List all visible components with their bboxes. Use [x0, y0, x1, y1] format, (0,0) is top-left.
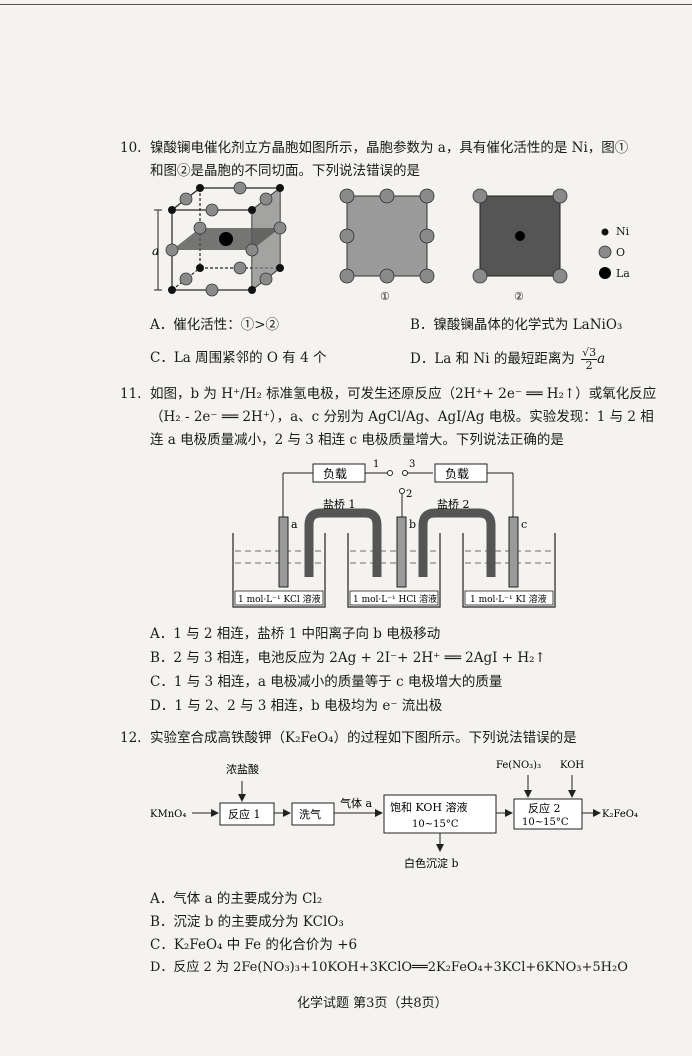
- terminal-2-label: 2: [406, 489, 412, 500]
- koh-box: [383, 794, 497, 834]
- electrode-b: [396, 516, 407, 588]
- q11-option-a: A．1 与 2 相连，盐桥 1 中阳离子向 b 电极移动: [150, 626, 441, 642]
- q12-option-d: D．反应 2 为 2Fe(NO₃)₃+10KOH+3KClO══2K₂FeO₄+…: [150, 960, 628, 975]
- terminal-1-label: 1: [373, 459, 379, 470]
- electrode-b-label: b: [409, 518, 416, 531]
- q10-option-d-text: D．La 和 Ni 的最短距离为: [410, 351, 575, 367]
- q12-option-c: C．K₂FeO₄ 中 Fe 的化合价为 +6: [150, 937, 358, 953]
- page-top-rule: [0, 4, 692, 5]
- cube-a-label: a: [152, 244, 159, 258]
- q10-option-d: D．La 和 Ni 的最短距离为 √3 2 a: [410, 347, 605, 372]
- page-footer: 化学试题 第3页（共8页）: [297, 996, 448, 1011]
- salt-bridge-1: [304, 508, 382, 577]
- legend-la-label: La: [616, 267, 630, 280]
- terminal-2-dot: [399, 488, 405, 494]
- q11-number: 11.: [120, 386, 142, 402]
- q12-flow-diagram: 浓盐酸 KMnO₄ 反应 1 洗气 气体 a 饱和 KOH 溶液 10~15°C…: [150, 760, 638, 870]
- load-label-1: 负载: [323, 467, 347, 481]
- salt-bridge-2: [418, 508, 496, 577]
- legend-o-label: O: [616, 246, 626, 259]
- q11-stem-line2: （H₂ - 2e⁻ ══ 2H⁺），a、c 分别为 AgCl/Ag、AgI/Ag…: [150, 409, 654, 425]
- q10-option-b: B．镍酸镧晶体的化学式为 LaNiO₃: [410, 317, 623, 333]
- q11-stem-line1: 如图，b 为 H⁺/H₂ 标准氢电极，可发生还原反应（2H⁺+ 2e⁻ ══ H…: [150, 386, 657, 402]
- electrode-c-label: c: [521, 518, 527, 531]
- q10-section-1-figure: [339, 188, 435, 284]
- reaction1-label: 反应 1: [228, 807, 261, 821]
- koh-box-line1: 饱和 KOH 溶液: [390, 800, 468, 814]
- q12-option-b: B．沉淀 b 的主要成分为 KClO₃: [150, 914, 344, 930]
- electrode-a: [278, 516, 289, 588]
- hcl-label: 浓盐酸: [226, 762, 259, 776]
- la-center-atom: [219, 232, 233, 246]
- wash-label: 洗气: [299, 807, 321, 821]
- electrode-a-label: a: [291, 518, 298, 531]
- legend-ni-label: Ni: [616, 225, 630, 238]
- reaction1-box: [219, 802, 275, 826]
- q10-option-d-fraction: √3 2: [581, 346, 598, 372]
- beaker-2: [347, 533, 441, 608]
- solution-3-label: 1 mol·L⁻¹ KI 溶液: [470, 593, 547, 605]
- reaction2-box: [513, 798, 583, 830]
- reaction2-label-1: 反应 2: [528, 801, 561, 815]
- precip-b-label: 白色沉淀 b: [404, 856, 459, 870]
- gas-a-label: 气体 a: [340, 796, 372, 810]
- terminal-3-dot: [402, 470, 408, 476]
- load-box-2: [434, 463, 488, 483]
- q10-option-a: A．催化活性：①>②: [150, 317, 280, 333]
- wash-box: [291, 802, 335, 826]
- product-label: K₂FeO₄: [602, 809, 638, 820]
- q11-option-c: C．1 与 3 相连，a 电极减小的质量等于 c 电极增大的质量: [150, 674, 503, 690]
- q12-number: 12.: [120, 730, 142, 746]
- kmno4-label: KMnO₄: [150, 809, 186, 820]
- q10-legend-symbols: [598, 228, 612, 279]
- q10-option-c: C．La 周围紧邻的 O 有 4 个: [150, 350, 327, 366]
- load-box-1: [312, 463, 366, 483]
- q11-cell-diagram: 负载 负载 1 3 2 a b c 盐桥 1 盐桥 2 1 mol·L⁻¹ KC…: [232, 459, 556, 608]
- salt-bridge-2-label: 盐桥 2: [437, 498, 470, 511]
- q10-section-2-label: ②: [514, 290, 524, 303]
- q10-stem-line2: 和图②是晶胞的不同切面。下列说法错误的是: [150, 163, 420, 179]
- fraction-denominator: 2: [585, 359, 593, 372]
- koh-box-line2: 10~15°C: [412, 819, 459, 830]
- load-label-2: 负载: [445, 467, 469, 481]
- q11-option-b: B．2 与 3 相连，电池反应为 2Ag + 2I⁻+ 2H⁺ ══ 2AgI …: [150, 650, 546, 666]
- salt-bridge-1-label: 盐桥 1: [323, 498, 356, 511]
- q10-unit-cell-figure: a: [152, 181, 287, 297]
- electrode-c: [508, 516, 519, 588]
- terminal-3-label: 3: [409, 459, 415, 470]
- fraction-numerator: √3: [581, 346, 598, 360]
- koh-label: KOH: [560, 760, 584, 771]
- q10-section-1-label: ①: [380, 290, 390, 303]
- beaker-3: [462, 533, 556, 608]
- q12-stem-line1: 实验室合成高铁酸钾（K₂FeO₄）的过程如下图所示。下列说法错误的是: [150, 730, 577, 746]
- q10-option-d-var: a: [597, 351, 606, 367]
- q10-stem-line1: 镍酸镧电催化剂立方晶胞如图所示，晶胞参数为 a，具有催化活性的是 Ni，图①: [150, 140, 629, 156]
- q11-stem-line3: 连 a 电极质量减小，2 与 3 相连 c 电极质量增大。下列说法正确的是: [150, 432, 564, 448]
- beaker-1: [232, 533, 326, 608]
- q11-option-d: D．1 与 2、2 与 3 相连，b 电极均为 e⁻ 流出极: [150, 698, 443, 714]
- terminal-1-dot: [387, 470, 393, 476]
- q10-section-2-figure: [472, 188, 568, 284]
- solution-1-label: 1 mol·L⁻¹ KCl 溶液: [238, 593, 321, 605]
- feno3-label: Fe(NO₃)₃: [496, 760, 541, 771]
- solution-2-label: 1 mol·L⁻¹ HCl 溶液: [353, 593, 437, 605]
- reaction2-label-2: 10~15°C: [522, 817, 569, 828]
- q12-option-a: A．气体 a 的主要成分为 Cl₂: [150, 891, 323, 907]
- q10-number: 10.: [120, 140, 142, 156]
